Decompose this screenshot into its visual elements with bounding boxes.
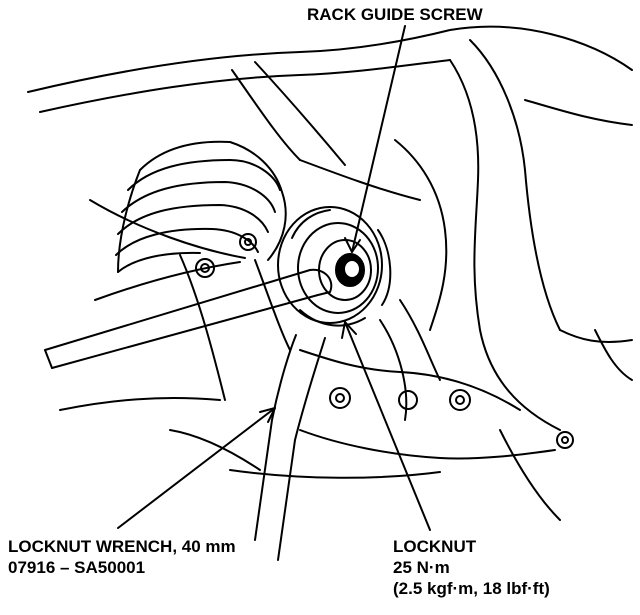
frame-outline [27,25,633,431]
rack-housing [59,199,574,521]
wrench-leader [117,407,276,529]
locknut-name: LOCKNUT [393,537,477,556]
locknut-wrench [44,268,333,561]
locknut-wrench-label: LOCKNUT WRENCH, 40 mm 07916 – SA50001 [8,536,236,578]
locknut-label: LOCKNUT 25 N·m (2.5 kgf·m, 18 lbf·ft) [393,536,550,599]
locknut-torque-alt: (2.5 kgf·m, 18 lbf·ft) [393,579,550,598]
locknut-wrench-name: LOCKNUT WRENCH, 40 mm [8,537,236,556]
locknut-torque: 25 N·m [393,558,450,577]
rack-guide-screw-label: RACK GUIDE SCREW [307,5,483,24]
rack-guide-screw-leader [351,25,406,253]
boot-bellows [115,140,287,273]
locknut-leader [344,321,431,531]
rack-guide-assembly [277,206,392,327]
leader-lines [117,25,431,531]
locknut-wrench-part-number: 07916 – SA50001 [8,558,146,577]
